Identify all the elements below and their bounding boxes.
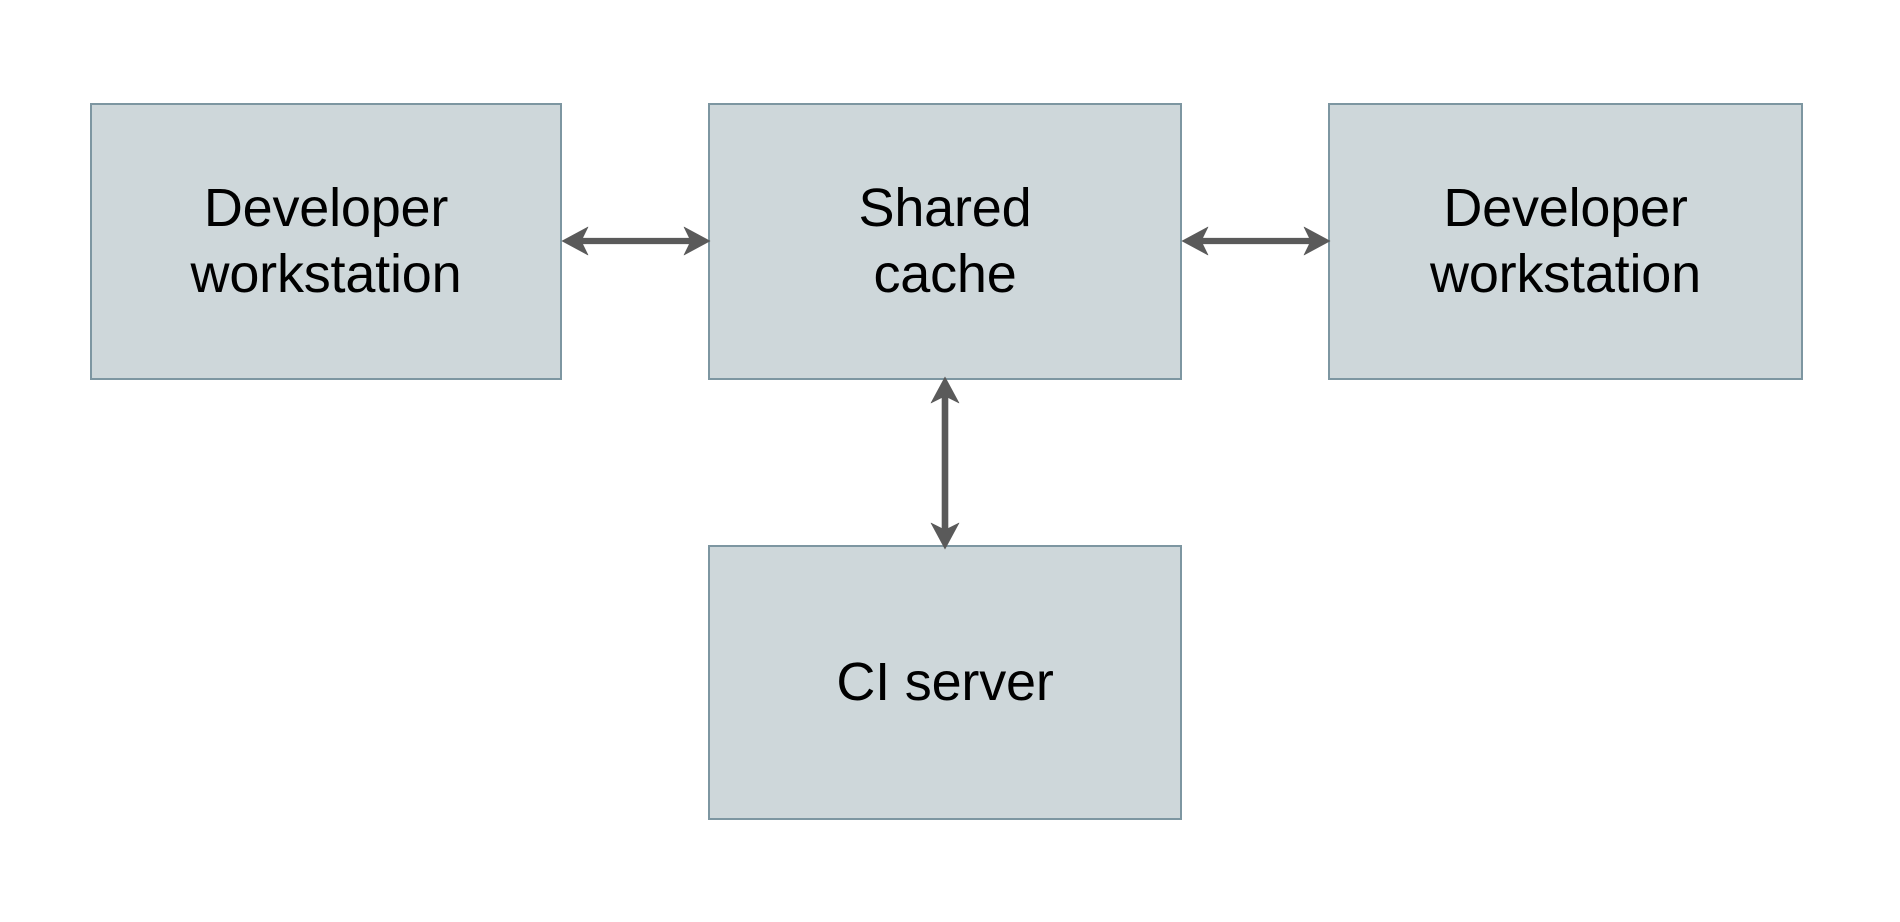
node-developer-workstation-right[interactable]: Developer workstation bbox=[1328, 103, 1803, 380]
edge-shared-cache-to-ci-server bbox=[930, 376, 960, 550]
double-arrow-horizontal-icon bbox=[561, 226, 711, 256]
double-arrow-vertical-icon bbox=[930, 376, 960, 550]
node-ci-server[interactable]: CI server bbox=[708, 545, 1182, 820]
double-arrow-horizontal-icon bbox=[1181, 226, 1331, 256]
node-label: CI server bbox=[836, 651, 1054, 712]
node-label: Shared cache bbox=[858, 177, 1032, 304]
node-developer-workstation-left[interactable]: Developer workstation bbox=[90, 103, 562, 380]
node-label: Developer workstation bbox=[1430, 177, 1701, 304]
edge-developer-left-to-shared-cache bbox=[561, 226, 711, 256]
node-label: Developer workstation bbox=[190, 177, 462, 304]
node-shared-cache[interactable]: Shared cache bbox=[708, 103, 1182, 380]
edge-shared-cache-to-developer-right bbox=[1181, 226, 1331, 256]
